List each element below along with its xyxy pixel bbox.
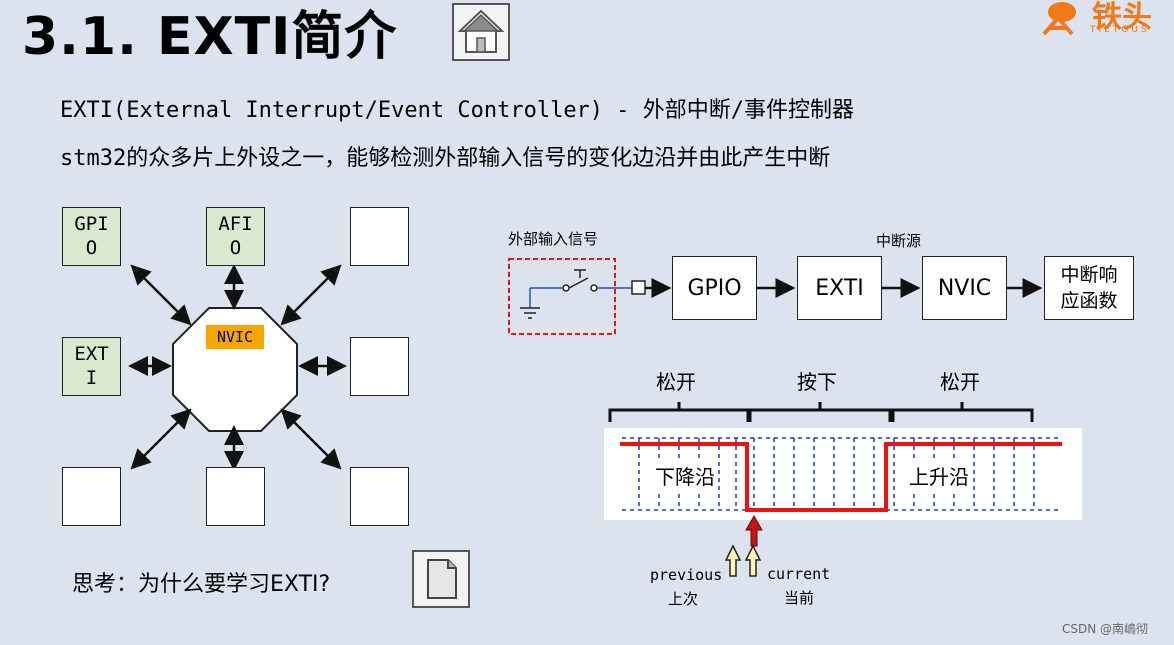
sample-arrows [724,514,763,577]
flow-exti-box: EXTI [797,256,882,320]
question-text: 思考：为什么要学习EXTI? [72,572,331,597]
rising-edge-label: 上升沿 [907,461,971,490]
nvic-octagon [172,307,298,432]
watermark: CSDN @南嶋彻 [1062,622,1149,636]
release-right-label: 松开 [940,370,980,394]
connection-arrows [128,264,347,471]
exti-box-label: EXT I [74,343,109,389]
switch-dashed-frame [508,258,616,335]
input-pin [631,280,646,295]
gpio-box-label: GPI O [74,213,109,259]
button-switch-symbol [520,269,632,319]
flow-diagram [508,258,1043,335]
current-arrow-icon [744,544,762,577]
brace-press [748,402,892,422]
flow-gpio-box: GPIO [672,256,757,320]
edge-red-arrow-icon [745,514,763,547]
peripheral-box-bottom-mid [206,467,265,526]
peripheral-box-mid-right [350,337,409,396]
page-title: 3.1. EXTI简介 [22,7,398,67]
falling-edge-label: 下降沿 [653,461,717,490]
intro-definition: EXTI(External Interrupt/Event Controller… [60,98,855,123]
afio-box-label: AFI O [218,213,253,259]
braces [608,402,1034,422]
logo-text: 铁头 [1092,0,1152,35]
nvic-center-label: NVIC [206,325,264,349]
peripheral-box-bottom-right [350,467,409,526]
current-label-en: current [767,565,831,583]
peripheral-box-bottom-left [62,467,121,526]
waveform-panel: 下降沿 上升沿 [604,428,1082,520]
gpio-box: GPI O [62,207,121,266]
document-button[interactable] [412,550,470,608]
peripheral-diagram [128,264,347,471]
sample-gridlines [622,437,1059,511]
interrupt-source-label: 中断源 [876,232,922,250]
document-icon [427,559,457,599]
intro-description: stm32的众多片上外设之一，能够检测外部输入信号的变化边沿并由此产生中断 [60,146,831,171]
brand-logo: 铁头 TIETOUS [1036,0,1174,40]
flow-handler-box: 中断响 应函数 [1044,256,1134,320]
afio-box: AFI O [206,207,265,266]
logo-mascot-icon [1042,2,1076,36]
previous-arrow-icon [724,544,742,577]
previous-label-zh: 上次 [668,590,699,608]
home-button[interactable] [452,3,510,61]
flow-nvic-box: NVIC [922,256,1007,320]
logo-subtext: TIETOUS [1090,25,1150,35]
input-signal-label: 外部输入信号 [508,230,599,248]
brace-release-right [891,402,1034,422]
signal-line [620,442,1062,512]
brace-release-left [608,402,750,422]
release-left-label: 松开 [656,370,696,394]
previous-label-en: previous [650,566,723,584]
current-label-zh: 当前 [784,589,815,607]
peripheral-box-top-right [350,207,409,266]
exti-box: EXT I [62,337,121,396]
waveform-svg [620,437,1062,512]
press-label: 按下 [797,370,837,394]
home-icon [457,9,505,53]
